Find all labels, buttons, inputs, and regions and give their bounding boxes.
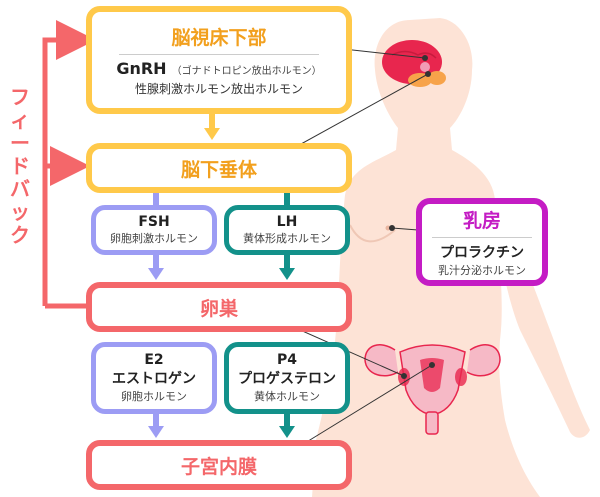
ovary-title: 卵巣 <box>199 297 238 320</box>
p4-box: P4 プロゲステロン 黄体ホルモン <box>224 342 350 414</box>
p4-name2: プロゲステロン <box>238 371 336 387</box>
e2-name: E2 <box>144 352 164 368</box>
gnrh-note: （ゴナドトロピン放出ホルモン） <box>171 66 322 77</box>
divider <box>119 54 319 55</box>
breast-box: 乳房 プロラクチン 乳汁分泌ホルモン <box>416 198 548 286</box>
hypothalamus-title: 脳視床下部 <box>171 27 267 49</box>
lh-desc: 黄体形成ホルモン <box>243 232 331 245</box>
fsh-desc: 卵胞刺激ホルモン <box>110 232 198 245</box>
fsh-name: FSH <box>138 214 170 230</box>
p4-name: P4 <box>276 352 297 368</box>
prolactin-label: プロラクチン <box>440 245 524 261</box>
gnrh-desc: 性腺刺激ホルモン放出ホルモン <box>134 82 303 96</box>
pituitary-box: 脳下垂体 <box>86 143 352 193</box>
e2-box: E2 エストロゲン 卵胞ホルモン <box>91 342 217 414</box>
breast-title: 乳房 <box>462 210 501 232</box>
prolactin-desc: 乳汁分泌ホルモン <box>438 264 526 277</box>
gnrh-label: GnRH <box>116 59 167 78</box>
uterus-icon <box>364 344 501 435</box>
divider <box>432 237 532 238</box>
endometrium-title: 子宮内膜 <box>180 455 257 478</box>
pituitary-title: 脳下垂体 <box>180 158 257 181</box>
endometrium-box: 子宮内膜 <box>86 440 352 490</box>
e2-name2: エストロゲン <box>112 371 196 387</box>
lh-box: LH 黄体形成ホルモン <box>224 205 350 255</box>
feedback-label: フィードバック <box>10 85 30 247</box>
ovary-box: 卵巣 <box>86 282 352 332</box>
p4-desc: 黄体ホルモン <box>254 390 320 403</box>
hypothalamus-box: 脳視床下部 GnRH （ゴナドトロピン放出ホルモン） 性腺刺激ホルモン放出ホルモ… <box>86 6 352 114</box>
fsh-box: FSH 卵胞刺激ホルモン <box>91 205 217 255</box>
e2-desc: 卵胞ホルモン <box>121 390 187 403</box>
lh-name: LH <box>276 214 298 230</box>
